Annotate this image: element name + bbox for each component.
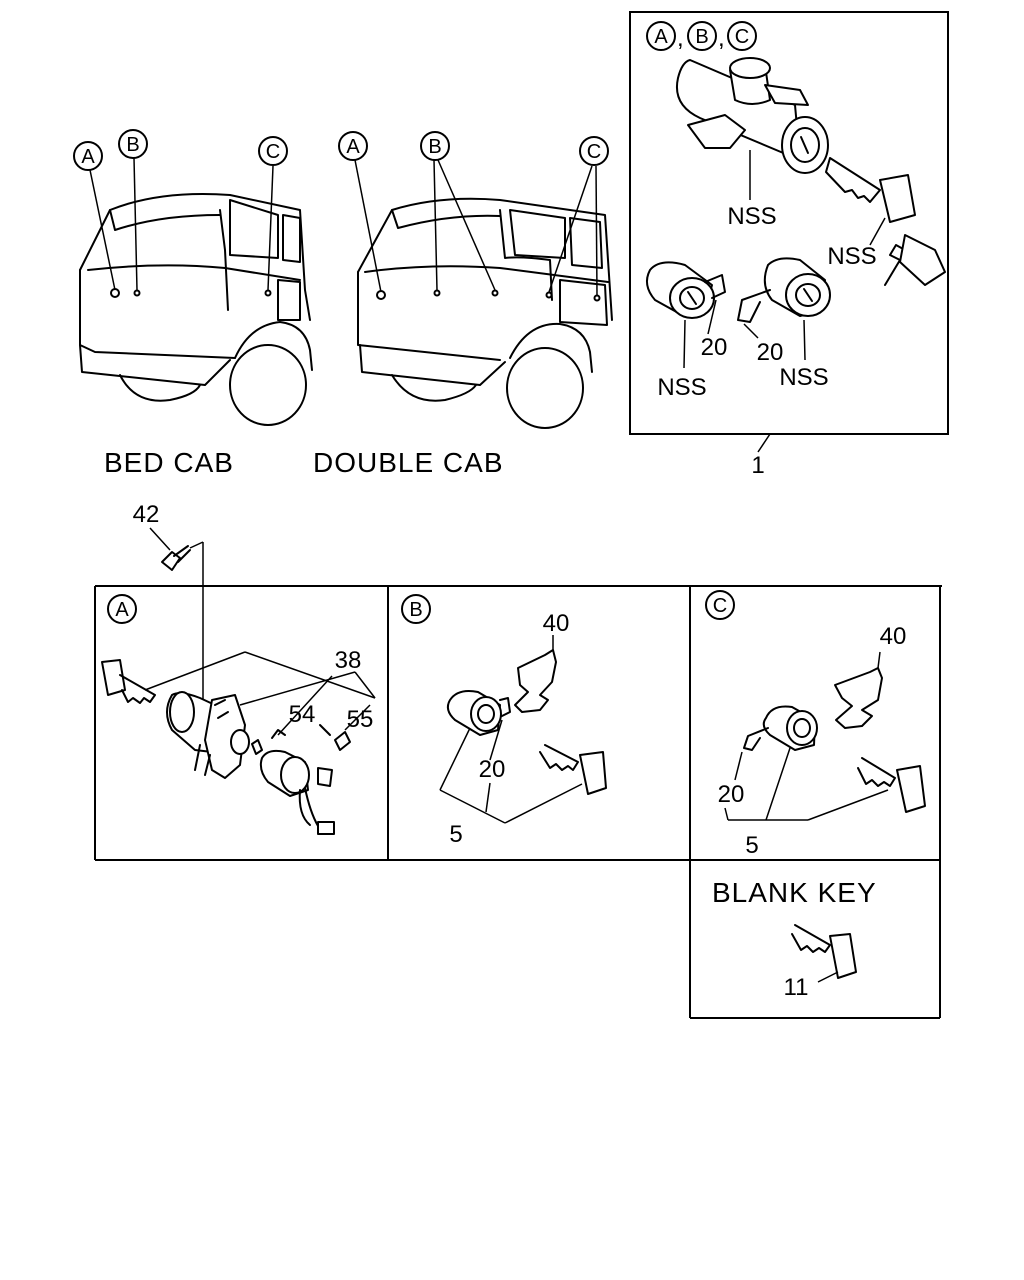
- detail-c-key-drawing: [857, 757, 926, 813]
- callout-c-assembly: C: [727, 21, 757, 51]
- door-lock-left-drawing: [645, 261, 726, 369]
- ignition-housing-drawing: [166, 691, 250, 779]
- svg-text:B: B: [126, 134, 139, 156]
- nss-keys-label: NSS: [827, 243, 876, 270]
- callout-a-bed: A: [73, 141, 103, 171]
- door-lock-right-drawing: [737, 257, 831, 361]
- blank-key-title: BLANK KEY: [712, 877, 877, 908]
- detail-c-part-5-label: 5: [745, 832, 758, 859]
- svg-text:C: C: [735, 26, 749, 48]
- part-11-label: 11: [784, 974, 809, 1001]
- part-42-label: 42: [133, 501, 160, 528]
- svg-text:C: C: [713, 595, 727, 617]
- detail-b: B 40 20 5: [401, 594, 607, 848]
- nss-lock-right-label: NSS: [779, 364, 828, 391]
- svg-text:C: C: [266, 141, 280, 163]
- lock-left-part-20: 20: [701, 334, 728, 361]
- blank-key-drawing: [791, 924, 857, 979]
- callout-a-detail: A: [107, 594, 137, 624]
- detail-c-retainer-40-drawing: [834, 651, 883, 729]
- callout-c-detail: C: [705, 590, 735, 620]
- callout-a-double: A: [338, 131, 368, 161]
- comma-2: ,: [718, 25, 725, 52]
- callout-b-detail: B: [401, 594, 431, 624]
- callout-c-double: C: [579, 136, 609, 166]
- detail-b-part-40-label: 40: [543, 610, 570, 637]
- svg-text:A: A: [81, 146, 95, 168]
- detail-b-part-5-label: 5: [449, 821, 462, 848]
- detail-c: C 40 20 5: [705, 590, 926, 859]
- bolt-42-drawing: [161, 541, 204, 715]
- callout-b-assembly: B: [687, 21, 717, 51]
- callout-b-bed: B: [118, 129, 148, 159]
- item-1-label: 1: [751, 452, 764, 479]
- comma-1: ,: [677, 25, 684, 52]
- double-cab-illustration: [354, 159, 613, 429]
- svg-text:C: C: [587, 141, 601, 163]
- svg-text:A: A: [115, 599, 129, 621]
- bed-cab-label: BED CAB: [104, 447, 234, 478]
- detail-panels: [94, 585, 942, 1019]
- blank-key-panel: BLANK KEY 11: [712, 877, 877, 1001]
- part-55-label: 55: [347, 706, 374, 733]
- svg-text:B: B: [428, 136, 441, 158]
- callout-c-bed: C: [258, 136, 288, 166]
- svg-text:B: B: [695, 26, 708, 48]
- assembly-box: 1 A , B , C NSS: [629, 11, 949, 479]
- assembly-keys-drawing: [825, 157, 946, 286]
- part-54-label: 54: [289, 701, 316, 728]
- svg-text:A: A: [346, 136, 360, 158]
- part-38-label: 38: [335, 647, 362, 674]
- detail-b-key-drawing: [539, 744, 607, 795]
- nss-lock-left-label: NSS: [657, 374, 706, 401]
- nss-ignition-label: NSS: [727, 203, 776, 230]
- callout-a-assembly: A: [646, 21, 676, 51]
- detail-c-part-20-label: 20: [718, 781, 745, 808]
- detail-b-part-20-label: 20: [479, 756, 506, 783]
- ignition-lock-drawing: [676, 57, 829, 200]
- double-cab-label: DOUBLE CAB: [313, 447, 504, 478]
- detail-b-retainer-40-drawing: [514, 635, 557, 713]
- detail-c-lock-drawing: [743, 705, 818, 751]
- switch-54-drawing: [251, 729, 335, 835]
- detail-a-key-drawing: [101, 659, 156, 704]
- screw-55-drawing: [319, 724, 351, 751]
- lock-right-part-20: 20: [757, 339, 784, 366]
- detail-a: A 42: [101, 501, 376, 835]
- bed-cab-illustration: [79, 157, 313, 426]
- svg-text:A: A: [654, 26, 668, 48]
- callout-b-double: B: [420, 131, 450, 161]
- detail-b-lock-drawing: [446, 690, 511, 736]
- svg-text:B: B: [409, 599, 422, 621]
- detail-c-part-40-label: 40: [880, 623, 907, 650]
